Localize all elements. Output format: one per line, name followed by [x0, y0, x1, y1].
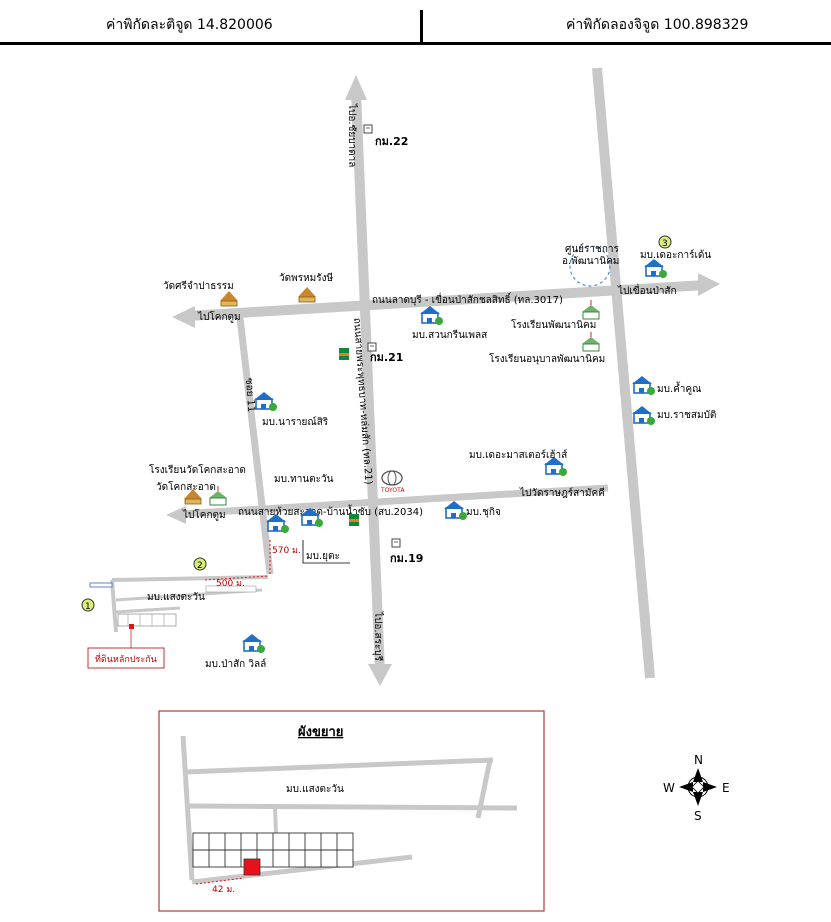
- village-chukit: มบ.ชุกิจ: [466, 507, 501, 518]
- wat-sri-label: วัดศรีจำปาธรรม: [163, 280, 234, 292]
- village-icon: [631, 375, 656, 396]
- inset-title: ผังขยาย: [298, 725, 343, 740]
- compass-s: S: [694, 809, 702, 823]
- arrow-south: [368, 664, 392, 686]
- dir-east-lower: ไปวัดราษฎร์สามัคคี: [519, 487, 605, 499]
- village-yutta: มบ.ยุตะ: [306, 551, 340, 562]
- village-yutta-leader: [302, 540, 350, 564]
- temple-icon: [219, 290, 239, 307]
- inset-village-label: มบ.แสงตะวัน: [286, 784, 344, 795]
- wat-khoksaard-label: วัดโคกสะอาด: [156, 480, 216, 493]
- km-post-icon: [363, 124, 373, 134]
- svg-text:1: 1: [85, 602, 91, 612]
- road-ew-lower: [179, 484, 609, 518]
- school-icon: [581, 299, 601, 320]
- toyota-logo: TOYOTA: [380, 470, 405, 494]
- longitude-label: ค่าพิกัดลองจิจูด 100.898329: [566, 17, 749, 33]
- village-the-master: มบ.เดอะมาสเตอร์เฮ้าส์: [469, 449, 567, 461]
- inset-distance-line: [195, 877, 245, 885]
- subdivision-sketch: [89, 575, 269, 633]
- target-land-box: ที่ดินหลักประกัน: [87, 647, 165, 669]
- school-pattana-label: โรงเรียนพัฒนานิคม: [511, 318, 596, 331]
- village-icon: [631, 405, 656, 426]
- dir-west-upper: ไปโคกตูม: [197, 310, 241, 323]
- govt-center-label: ศูนย์ราชการ: [565, 243, 619, 255]
- village-suan-green: มบ.สวนกรีนเพลส: [412, 329, 487, 341]
- svg-text:ที่ดินหลักประกัน: ที่ดินหลักประกัน: [95, 652, 157, 665]
- village-the-garden: มบ.เดอะการ์เด้น: [640, 249, 711, 261]
- latitude-label: ค่าพิกัดละติจูด 14.820006: [106, 17, 273, 33]
- kindergarten-label: โรงเรียนอนุบาลพัฒนานิคม: [489, 352, 605, 365]
- compass-n: N: [694, 753, 703, 767]
- road-ns-main: [351, 91, 385, 673]
- village-pasak-ville: มบ.ป่าสัก วิลล์: [205, 658, 266, 670]
- arrow-west-upper: [172, 306, 195, 328]
- village-icon: [241, 633, 266, 654]
- road-label-main-ew: ถนนลาดบุรี - เขื่อนป่าสักชลสิทธิ์ (ทล.30…: [372, 292, 563, 306]
- target-land-marker: [129, 624, 134, 629]
- km21-label: กม.21: [370, 351, 403, 364]
- wat-prom-label: วัดพรหมรังษี: [279, 272, 334, 284]
- village-kham-khun: มบ.ค้ำคูณ: [657, 381, 701, 395]
- compass-rose: N S W E: [663, 753, 730, 823]
- village-narai-siri: มบ.นารายณ์สิริ: [262, 416, 329, 428]
- compass-e: E: [722, 781, 730, 795]
- arrow-west-lower: [166, 506, 186, 524]
- village-tan-tawan: มบ.ทานตะวัน: [274, 474, 334, 485]
- compass-w: W: [663, 781, 675, 795]
- inset-lot-grid: [192, 832, 354, 868]
- dir-east-upper: ไปเขื่อนป่าสัก: [617, 283, 677, 297]
- arrow-north: [345, 75, 367, 100]
- school-icon: [581, 331, 601, 352]
- seven-eleven-icon: [339, 348, 349, 360]
- inset-target-lot: [243, 858, 261, 876]
- marker-2: 2: [193, 557, 207, 571]
- header-divider: [420, 10, 423, 42]
- svg-text:TOYOTA: TOYOTA: [380, 487, 405, 494]
- dir-north: ไปอ.ชัยบาดาล: [346, 103, 358, 167]
- seven-eleven-icon: [349, 514, 359, 526]
- arrow-east-upper: [698, 273, 720, 296]
- distance-500-line: [204, 575, 269, 581]
- govt-center-marker: [569, 245, 611, 287]
- inset-plan: ผังขยาย มบ.แสงตะวัน 42 ม.: [158, 710, 545, 912]
- village-icon: [419, 305, 444, 326]
- govt-center-sub: อ.พัฒนานิคม: [562, 256, 619, 267]
- dir-south: ไปอ.สระบุรี: [372, 611, 384, 662]
- road-label-lower-ew: ถนนสายห้วยสะอาด-บ้านน้ำซับ (สบ.2034): [238, 504, 423, 518]
- village-icon: [643, 258, 668, 279]
- coordinate-header: ค่าพิกัดละติจูด 14.820006 ค่าพิกัดลองจิจ…: [0, 0, 831, 45]
- distance-500: 500 ม.: [216, 579, 245, 589]
- distance-570: 570 ม.: [272, 546, 301, 556]
- road-label-soi: ซอย 11: [243, 377, 256, 412]
- marker-1: 1: [81, 598, 95, 612]
- village-ratcha-sombat: มบ.ราชสมบัติ: [657, 410, 716, 421]
- dir-west-lower: ไปโคกตูม: [182, 508, 226, 521]
- km19-label: กม.19: [390, 552, 423, 565]
- road-network: [166, 67, 720, 686]
- school-khoksaard-label: โรงเรียนวัดโคกสะอาด: [149, 463, 246, 476]
- village-icon: [443, 500, 468, 521]
- svg-text:2: 2: [197, 561, 203, 571]
- village-icon: [253, 391, 278, 412]
- road-soi-11: [236, 317, 274, 575]
- inset-distance: 42 ม.: [212, 885, 235, 895]
- village-saeng-tawan: มบ.แสงตะวัน: [147, 592, 205, 603]
- svg-text:3: 3: [662, 239, 668, 249]
- marker-3: 3: [658, 235, 672, 249]
- road-east-ns: [592, 67, 655, 679]
- temple-icon: [297, 286, 317, 303]
- km-post-icon: [367, 342, 377, 352]
- km-post-icon: [391, 538, 401, 548]
- km22-label: กม.22: [375, 135, 408, 148]
